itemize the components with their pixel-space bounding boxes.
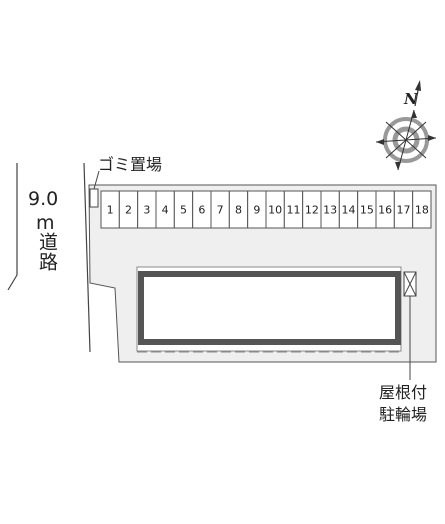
parking-spot-number: 14 [342,204,356,217]
parking-spot-number: 12 [305,204,319,217]
parking-spot-number: 5 [180,204,187,217]
road-width-unit: m [36,212,55,234]
parking-spot-number: 2 [125,204,132,217]
parking-spot-number: 8 [235,204,242,217]
garbage-area-box [89,188,99,208]
bicycle-parking-cross [403,271,417,297]
road-boundary-line [83,162,91,353]
bicycle-parking-label-line1: 屋根付 [379,383,428,402]
parking-spot-number: 10 [268,204,282,217]
garbage-leader-line [93,170,100,190]
parking-spot [412,190,432,229]
building [138,271,401,345]
parking-spot-number: 11 [287,204,301,217]
parking-spot-number: 7 [217,204,224,217]
parking-spot-number: 16 [378,204,392,217]
road-edge-line [7,163,18,291]
parking-spot-number: 15 [360,204,374,217]
parking-spot-number: 17 [397,204,411,217]
parking-spot-number: 9 [253,204,260,217]
parking-spot-number: 4 [162,204,169,217]
parking-spot-number: 6 [198,204,205,217]
garbage-area-label: ゴミ置場 [98,155,163,174]
parking-spot-number: 1 [107,204,114,217]
compass-rose-icon [375,80,437,171]
parking-spot-number: 18 [415,204,429,217]
parking-spot-number: 3 [143,204,150,217]
compass-north-label: N [404,90,418,108]
bicycle-parking-label: 屋根付 駐輪場 [379,382,427,426]
bicycle-parking-label-line2: 駐輪場 [379,405,428,424]
road-width-value: 9.0 [28,188,59,210]
parking-spot-number: 13 [323,204,337,217]
road-name: 道路 [36,232,58,272]
